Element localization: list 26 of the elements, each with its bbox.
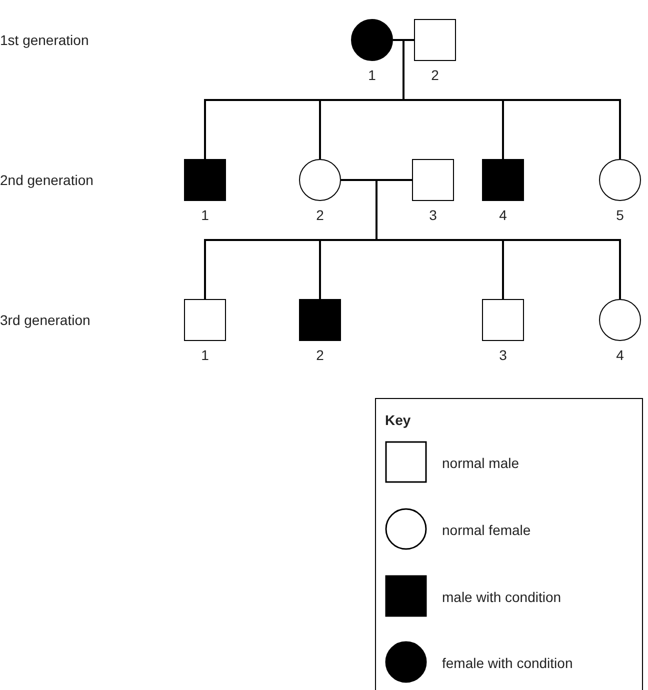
empty-square — [184, 299, 226, 341]
generation-label: 2nd generation — [0, 171, 94, 190]
individual-number: 1 — [367, 68, 377, 82]
individual-number: 1 — [200, 348, 210, 362]
individual-number: 2 — [315, 208, 325, 222]
key-heading: Key — [385, 411, 411, 430]
empty-square — [414, 19, 456, 61]
individual-number: 5 — [615, 208, 625, 222]
generation-label: 1st generation — [0, 31, 89, 50]
empty-square — [412, 159, 454, 201]
legend-text: normal male — [442, 454, 520, 473]
filled-square — [299, 299, 341, 341]
individual-number: 3 — [498, 348, 508, 362]
individual-number: 4 — [498, 208, 508, 222]
individual-number: 4 — [615, 348, 625, 362]
generation-label: 3rd generation — [0, 311, 90, 330]
individual-number: 1 — [200, 208, 210, 222]
legend-text: male with condition — [442, 588, 562, 607]
individual-number: 2 — [315, 348, 325, 362]
individual-number: 3 — [428, 208, 438, 222]
filled-square — [184, 159, 226, 201]
legend-text: female with condition — [442, 654, 573, 673]
filled-square — [482, 159, 524, 201]
empty-square — [482, 299, 524, 341]
individual-number: 2 — [430, 68, 440, 82]
legend-text: normal female — [442, 521, 531, 540]
